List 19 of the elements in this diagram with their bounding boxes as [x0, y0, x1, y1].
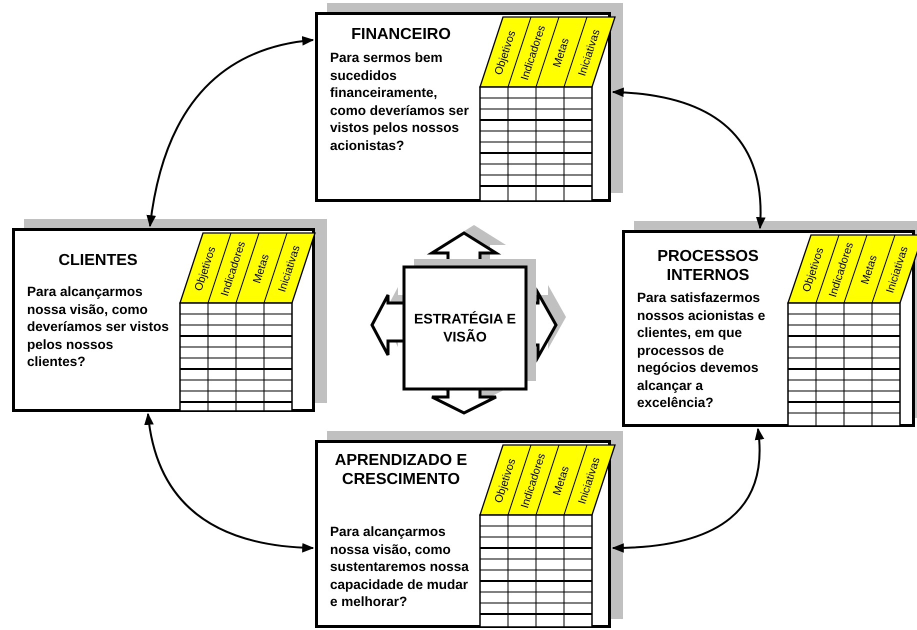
perspective-title: APRENDIZADO E CRESCIMENTO: [334, 451, 468, 490]
perspective-title: PROCESSOS INTERNOS: [656, 247, 760, 286]
perspective-question: Para satisfazermos nossos acionistas e clientes, em que processos de negócios devemos alcançar a excelência?: [637, 289, 766, 412]
curved-arrow: [612, 88, 766, 230]
strategy-label: ESTRATÉGIA E VISÃO: [413, 310, 517, 346]
perspective-question: Para sermos bem sucedidos financeiramente, como deveríamos ser vistos pelos nossos acionistas?: [330, 49, 470, 154]
column-header: Metas: [860, 254, 880, 286]
perspective-title: FINANCEIRO: [350, 25, 452, 44]
column-header: Metas: [552, 37, 572, 69]
curved-arrow: [146, 36, 314, 228]
column-header: Metas: [552, 465, 572, 497]
perspective-card: [12, 228, 315, 412]
curved-arrow: [144, 412, 314, 552]
perspective-question: Para alcançarmos nossa visão, como sustentaremos nossa capacidade de mudar e melhorar?: [330, 523, 470, 611]
column-header: Metas: [252, 253, 272, 285]
perspective-question: Para alcançarmos nossa visão, como deveríamos ser vistos pelos nossos clientes?: [27, 283, 170, 371]
curved-arrow: [612, 428, 764, 552]
perspective-card: [622, 230, 915, 427]
perspective-title: CLIENTES: [57, 251, 139, 270]
